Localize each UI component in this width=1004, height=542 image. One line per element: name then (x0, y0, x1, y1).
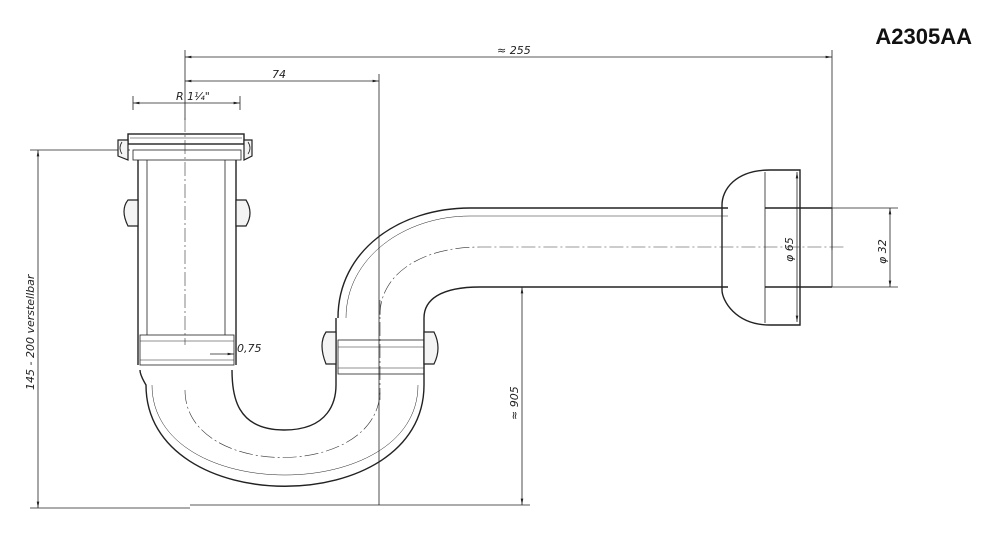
dimension-pipe-diameter: φ 32 (832, 207, 898, 288)
outlet-pipe (337, 207, 845, 319)
wall-rosette (721, 169, 833, 326)
dimension-adjustable-height: 145 - 200 verstellbar (24, 149, 190, 509)
dimension-inlet-thread: R 1¼" (132, 90, 241, 110)
inlet-tailpiece (117, 118, 253, 366)
tube-wall-label: 0,75 (237, 342, 262, 355)
dimension-inlet-to-trap: 74 (185, 68, 380, 505)
adjustable-height-label: 145 - 200 verstellbar (24, 273, 37, 390)
inlet-to-trap-label: 74 (272, 68, 286, 81)
dimension-tube-wall: 0,75 (210, 342, 262, 356)
inlet-thread-label: R 1¼" (176, 90, 210, 103)
wall-outlet-height-label: ≈ 905 (508, 386, 521, 420)
trap-riser (321, 300, 439, 400)
dimension-wall-outlet-height: ≈ 905 (190, 287, 530, 506)
part-code: A2305AA (875, 24, 972, 49)
overall-length-label: ≈ 255 (497, 44, 531, 57)
trap-bend (139, 369, 425, 487)
dimension-overall-length: ≈ 255 (184, 44, 833, 250)
pipe-diameter-label: φ 32 (876, 239, 889, 264)
rosette-diameter-label: φ 65 (783, 237, 796, 262)
